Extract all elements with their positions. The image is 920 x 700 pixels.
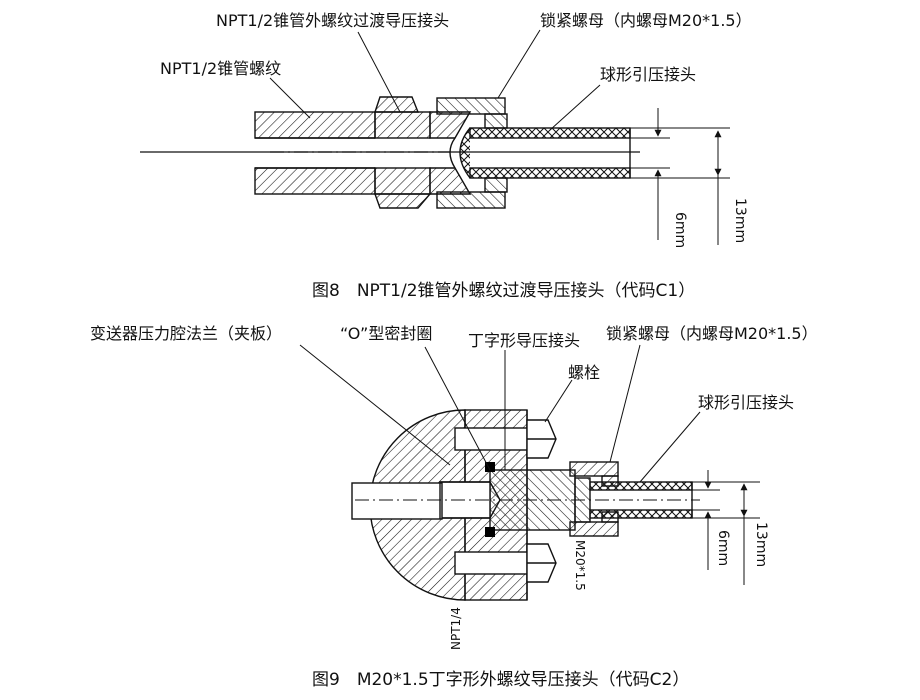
label-adapter: NPT1/2锥管外螺纹过渡导压接头 — [216, 11, 449, 30]
figure-8: 6mm 13mm NPT1/2锥管外螺纹过渡导压接头 锁紧螺母（内螺母M20*1… — [140, 11, 752, 301]
label-flange: 变送器压力腔法兰（夹板） — [90, 324, 282, 343]
label-ball-fitting: 球形引压接头 — [698, 393, 794, 412]
npt-threaded-body — [254, 111, 376, 195]
label-t-fitting: 丁字形导压接头 — [468, 331, 580, 350]
o-ring — [485, 462, 495, 537]
label-ball-fitting: 球形引压接头 — [600, 65, 696, 84]
lock-nut — [436, 97, 508, 209]
dim-6mm: 6mm — [715, 530, 731, 566]
label-m20: M20*1.5 — [573, 540, 587, 591]
bolts — [454, 419, 557, 583]
hex-collar — [374, 96, 432, 209]
caption-figure-8: 图8 NPT1/2锥管外螺纹过渡导压接头（代码C1） — [312, 281, 695, 301]
label-lock-nut: 锁紧螺母（内螺母M20*1.5） — [540, 11, 752, 30]
label-bolt: 螺栓 — [568, 363, 600, 382]
label-npt-thread: NPT1/2锥管螺纹 — [160, 59, 281, 78]
ball-compression-tube — [459, 127, 631, 179]
dimension-lines — [630, 108, 730, 245]
leader-lines — [299, 344, 701, 483]
dim-13mm: 13mm — [732, 198, 748, 243]
dim-13mm: 13mm — [753, 522, 769, 567]
label-lock-nut: 锁紧螺母（内螺母M20*1.5） — [606, 324, 818, 343]
dim-6mm: 6mm — [672, 212, 688, 248]
label-oring: “O”型密封圈 — [340, 324, 432, 343]
caption-figure-9: 图9 M20*1.5丁字形外螺纹导压接头（代码C2） — [312, 670, 689, 690]
dimension-lines — [692, 470, 760, 585]
ball-compression-tube — [589, 481, 693, 519]
figure-9: 6mm 13mm NPT1/4 M20*1.5 变送器压力腔法兰（夹板） “O”… — [90, 324, 818, 690]
label-npt14: NPT1/4 — [449, 607, 463, 650]
fitting-cone — [429, 111, 472, 195]
leader-lines — [269, 29, 601, 131]
npt-stub — [351, 482, 443, 520]
